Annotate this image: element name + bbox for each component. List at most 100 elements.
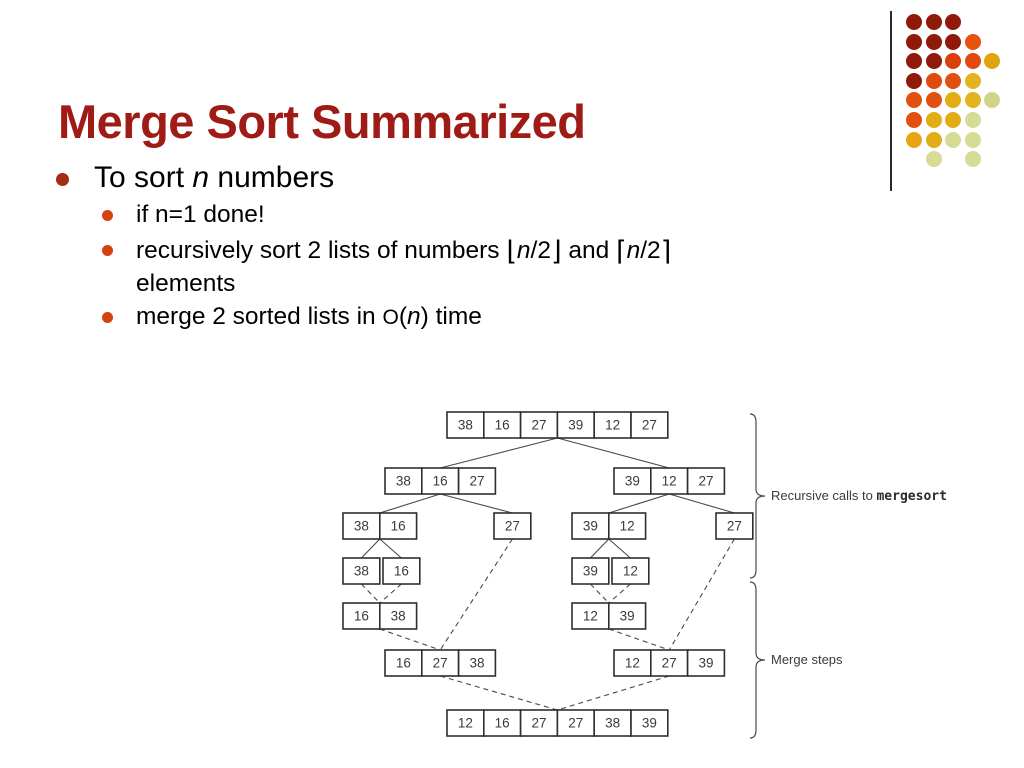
logo-dot <box>906 33 922 50</box>
array-cell-value: 27 <box>469 474 484 489</box>
array-cell <box>571 557 610 585</box>
array-cell-value: 16 <box>354 609 369 624</box>
array-cell-value: 39 <box>583 519 598 534</box>
logo-dot <box>945 72 961 89</box>
logo-dot <box>945 14 961 30</box>
diagram-brace-label: Recursive calls to mergesort <box>771 488 947 504</box>
merge-step-edge <box>608 583 631 604</box>
diagram-edges <box>361 437 735 711</box>
array-cell-value: 27 <box>531 418 546 433</box>
sub-bullet-text-wrap: elements <box>136 270 236 297</box>
bullet-list: To sort n numbers if n=1 done! recursive… <box>48 158 848 334</box>
ceil-bracket-close-icon: ⌉ <box>660 236 672 267</box>
array-cell <box>519 411 559 439</box>
array-cell-value: 12 <box>662 474 677 489</box>
bullet-marker-icon <box>56 173 69 186</box>
logo-dot <box>945 112 961 128</box>
sub-bullet-text-b: time <box>428 303 482 330</box>
recursive-call-edge <box>379 493 441 514</box>
array-cell <box>715 512 754 540</box>
array-cell <box>571 512 610 540</box>
array-cell <box>613 467 652 495</box>
bullet-text-pre: To sort <box>94 161 193 194</box>
array-cell-value: 38 <box>469 656 484 671</box>
array-cell <box>607 512 647 540</box>
array-cell-value: 16 <box>391 519 406 534</box>
array-cell-value: 16 <box>394 564 409 579</box>
array-cell <box>630 411 669 439</box>
big-o-symbol: O <box>382 306 399 329</box>
array-cell-value: 27 <box>642 418 657 433</box>
recursive-call-edge <box>669 493 735 514</box>
logo-dot <box>925 92 942 109</box>
array-cell <box>493 512 532 540</box>
sub-bullet-if-n-equals-1: if n=1 done! <box>48 198 848 231</box>
array-cell-value: 38 <box>354 519 369 534</box>
paren-close: ) <box>420 303 429 330</box>
array-cell-value: 39 <box>698 656 713 671</box>
brand-logo <box>868 0 1024 200</box>
logo-dot <box>964 131 981 148</box>
merge-step-edge <box>668 538 735 651</box>
array-cell <box>686 467 726 495</box>
logo-dot <box>906 14 922 30</box>
array-cell <box>457 649 497 677</box>
floor-bracket-close-icon: ⌋ <box>550 236 562 267</box>
ceil-bracket-open-icon: ⌈ <box>616 236 627 267</box>
recursive-call-edge <box>361 538 381 559</box>
sub-bullet-text: if n=1 done! <box>136 201 265 228</box>
array-cell-value: 16 <box>495 716 510 731</box>
sub-bullet-marker-icon <box>102 245 113 256</box>
bullet-text-post: numbers <box>209 161 335 194</box>
logo-dot <box>945 92 961 109</box>
page-title: Merge Sort Summarized <box>58 95 586 148</box>
logo-dot <box>906 92 922 109</box>
logo-dot <box>964 33 981 50</box>
array-cell-value: 38 <box>354 564 369 579</box>
array-cell-value: 38 <box>458 418 473 433</box>
array-cell-value: 38 <box>396 474 411 489</box>
divide-two-2: /2 <box>640 237 661 264</box>
array-cell <box>342 557 381 585</box>
variable-n-1: n <box>516 237 531 264</box>
bullet-text-italic-n: n <box>192 161 210 194</box>
merge-step-edge <box>361 583 381 604</box>
array-cell-value: 27 <box>698 474 713 489</box>
recursive-call-edge <box>440 493 513 514</box>
sub-bullet-text-a: recursively sort 2 lists of numbers <box>136 237 507 264</box>
merge-step-edge <box>608 628 670 651</box>
array-cell-value: 39 <box>620 609 635 624</box>
array-cell-value: 27 <box>531 716 546 731</box>
merge-step-edge <box>379 628 441 651</box>
floor-bracket-open-icon: ⌊ <box>506 236 517 267</box>
array-cell-value: 39 <box>583 564 598 579</box>
array-cell <box>611 557 650 585</box>
paren-open: ( <box>398 303 407 330</box>
sub-bullet-marker-icon <box>102 312 113 323</box>
array-cell-value: 39 <box>568 418 583 433</box>
array-cell <box>686 649 726 677</box>
variable-n: n <box>406 303 421 330</box>
sub-bullet-recursively-sort: recursively sort 2 lists of numbers ⌊n/2… <box>48 233 848 300</box>
array-cell-value: 12 <box>583 609 598 624</box>
logo-dot <box>906 131 922 148</box>
array-cell <box>483 709 522 737</box>
conjunction-and: and <box>561 237 617 264</box>
variable-n-2: n <box>626 237 641 264</box>
array-cell-value: 27 <box>727 519 742 534</box>
array-cell <box>379 512 418 540</box>
merge-step-edge <box>439 538 513 651</box>
array-cell <box>556 709 595 737</box>
diagram-brace <box>749 581 766 739</box>
array-cell-value: 16 <box>433 474 448 489</box>
logo-dot <box>925 112 942 128</box>
array-cell <box>382 557 421 585</box>
logo-dot <box>925 131 942 148</box>
recursive-call-edge <box>379 538 402 559</box>
array-cell-value: 39 <box>625 474 640 489</box>
array-cell <box>446 411 485 439</box>
